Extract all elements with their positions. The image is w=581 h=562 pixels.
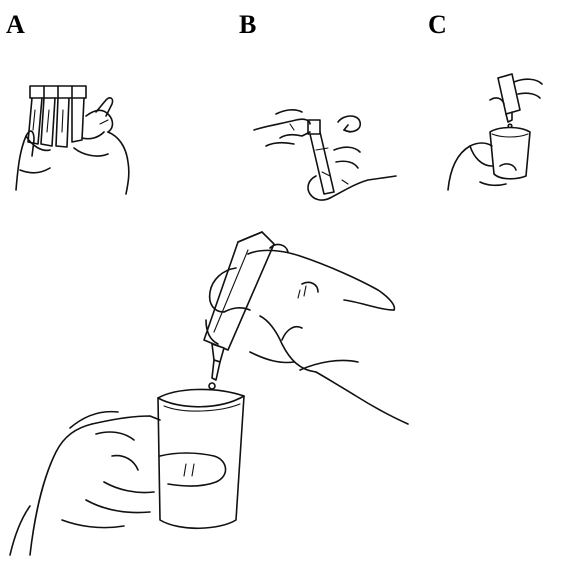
- panel-label-a: A: [6, 12, 25, 38]
- panel-b-twist-off-cap-drawing: [250, 80, 400, 205]
- panel-a-tear-vial-from-strip-drawing: [10, 70, 145, 195]
- panel-label-c: C: [428, 12, 447, 38]
- panel-label-b: B: [239, 12, 256, 38]
- main-drip-into-cup-drawing: [0, 220, 440, 555]
- panel-c-drip-into-cup-small-drawing: [440, 66, 570, 191]
